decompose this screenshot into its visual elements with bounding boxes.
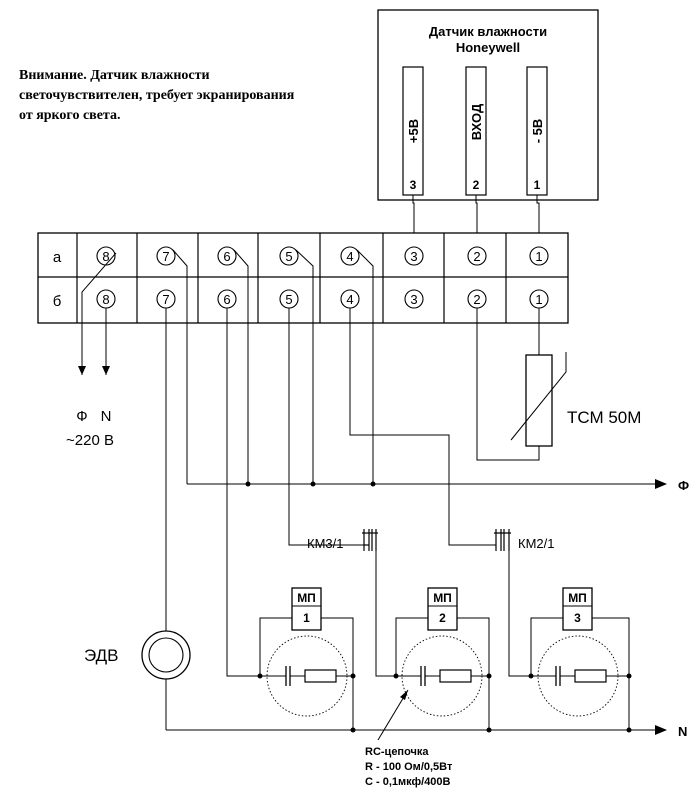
terminal-block-frame [37, 232, 569, 324]
km3-label: КМ3/1 [307, 536, 343, 551]
valve-1-box [291, 587, 322, 631]
sensor-housing [377, 9, 599, 201]
row-a-label: а [53, 249, 62, 266]
terminal-b-2: 2 [473, 292, 480, 307]
valve-1: МП 1 [291, 587, 322, 631]
tcm-resistor-body [525, 354, 553, 447]
terminal-a-5: 5 [285, 249, 292, 264]
rc-chain-2-resistor [439, 669, 472, 683]
power-input: Ф N ~220 В [66, 408, 114, 449]
rc-chain-1 [266, 635, 348, 717]
valve-3-label: МП [568, 591, 587, 605]
terminal-b-5: 5 [285, 292, 292, 307]
valve-2-label: МП [433, 591, 452, 605]
terminal-block: а б 8 8 7 7 6 6 5 5 4 4 3 3 2 2 1 [37, 232, 569, 324]
tcm-thermistor: ТСМ 50М [510, 352, 641, 447]
sensor-pin-1: - 5В 1 [526, 66, 548, 196]
valve-2-number: 2 [439, 611, 446, 625]
warning-line-2: светочувствителен, требует экранирования [19, 88, 295, 103]
valve-2-box [427, 587, 458, 631]
power-neutral-label: N [101, 408, 112, 425]
terminal-a-3: 3 [410, 249, 417, 264]
terminal-b-1: 1 [535, 292, 542, 307]
humidity-sensor: Датчик влажности Honeywell +5В 3 ВХОД 2 … [377, 9, 599, 201]
rc-chain-1-outline [266, 635, 348, 717]
terminal-a-1: 1 [535, 249, 542, 264]
warning-line-1: Внимание. Датчик влажности [19, 68, 210, 83]
rc-chain-3-outline [537, 635, 619, 717]
sensor-pin-2-label: ВХОД [469, 103, 484, 140]
sensor-pin-2-number: 2 [473, 178, 480, 192]
rc-note: RC-цепочка R - 100 Ом/0,5Вт С - 0,1мкф/4… [365, 746, 453, 788]
sensor-pin-1-label: - 5В [530, 119, 545, 144]
rc-note-line1: RC-цепочка [365, 746, 429, 758]
junction-dots [245, 481, 632, 733]
warning-note: Внимание. Датчик влажности светочувствит… [19, 66, 379, 126]
valve-3-number: 3 [574, 611, 581, 625]
sensor-pin-1-number: 1 [534, 178, 541, 192]
rc-chain-3-resistor [574, 669, 607, 683]
motor-outer-circle [141, 630, 191, 680]
rc-chain-3 [537, 635, 619, 717]
sensor-title-line2: Honeywell [456, 40, 520, 55]
warning-line-3: от яркого света. [19, 108, 121, 123]
sensor-leads [412, 195, 540, 233]
terminal-b-7: 7 [162, 292, 169, 307]
terminal-a-4: 4 [346, 249, 353, 264]
sensor-pin-2: ВХОД 2 [465, 66, 487, 196]
terminal-a-6: 6 [223, 249, 230, 264]
row-b-label: б [53, 293, 62, 310]
rc-note-line2: R - 100 Ом/0,5Вт [365, 761, 453, 773]
wiring [78, 249, 667, 741]
bus-neutral-label: N [678, 724, 687, 739]
sensor-pin-3-label: +5В [406, 119, 421, 143]
terminal-a-8: 8 [102, 249, 109, 264]
valve-2: МП 2 [427, 587, 458, 631]
power-voltage-label: ~220 В [66, 432, 114, 449]
sensor-title-line1: Датчик влажности [429, 24, 547, 39]
terminal-b-8: 8 [102, 292, 109, 307]
valve-3-box [562, 587, 593, 631]
terminal-b-6: 6 [223, 292, 230, 307]
motor-edv: ЭДВ [84, 630, 191, 680]
motor-inner-circle [148, 637, 184, 673]
bus-phase-label: Ф [678, 478, 689, 493]
sensor-pin-3-number: 3 [410, 178, 417, 192]
terminal-b-4: 4 [346, 292, 353, 307]
sensor-pin-3: +5В 3 [402, 66, 424, 196]
km2-label: КМ2/1 [518, 536, 554, 551]
rc-chain-2 [401, 635, 483, 717]
rc-chain-1-resistor [304, 669, 337, 683]
terminal-b-3: 3 [410, 292, 417, 307]
motor-label: ЭДВ [84, 646, 119, 665]
valve-1-label: МП [297, 591, 316, 605]
contact-km2: КМ2/1 [494, 529, 554, 551]
rc-chain-2-outline [401, 635, 483, 717]
rc-note-line3: С - 0,1мкф/400В [365, 776, 451, 788]
tcm-label: ТСМ 50М [567, 408, 641, 427]
valve-3: МП 3 [562, 587, 593, 631]
valve-1-number: 1 [303, 611, 310, 625]
terminal-a-2: 2 [473, 249, 480, 264]
terminal-a-7: 7 [162, 249, 169, 264]
contact-km3: КМ3/1 [307, 529, 378, 551]
power-phase-label: Ф [76, 408, 87, 425]
